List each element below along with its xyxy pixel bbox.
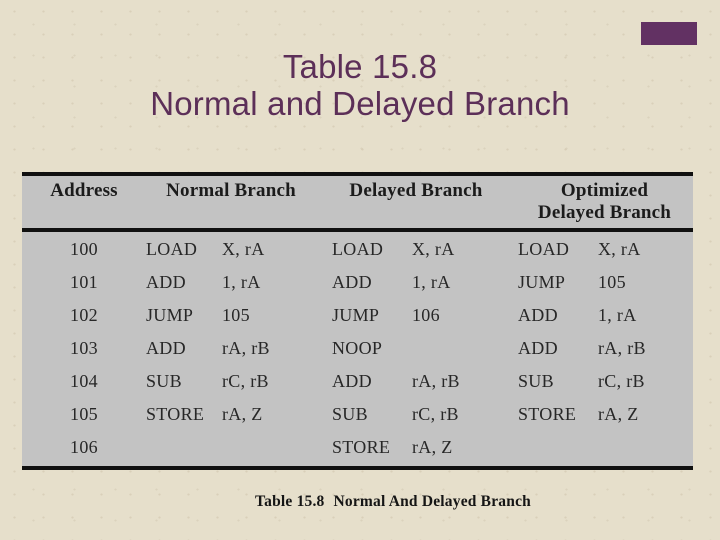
cell-delayed-operand: 106: [412, 305, 440, 325]
cell-optimized-opcode: SUB: [518, 371, 554, 391]
cell-normal-operand: 105: [222, 305, 250, 325]
cell-delayed-opcode: SUB: [332, 404, 368, 424]
cell-normal-operand: rA, rB: [222, 338, 270, 358]
cell-optimized-opcode: STORE: [518, 404, 577, 424]
cell-delayed-operand: rC, rB: [412, 404, 459, 424]
cell-delayed-operand: rA, rB: [412, 371, 460, 391]
cell-optimized-operand: rA, rB: [598, 338, 646, 358]
cell-delayed-opcode: ADD: [332, 371, 372, 391]
slide-title-line2: Normal and Delayed Branch: [150, 85, 570, 122]
cell-optimized-operand: rC, rB: [598, 371, 645, 391]
table-row: 102 JUMP 105 JUMP 106 ADD 1, rA: [22, 299, 693, 332]
table-caption: Table 15.8 Normal And Delayed Branch: [66, 493, 720, 511]
column-header-optimized-line2: Delayed Branch: [537, 202, 672, 223]
cell-optimized-operand: X, rA: [598, 239, 641, 259]
cell-normal-operand: rA, Z: [222, 404, 263, 424]
cell-delayed-opcode: ADD: [332, 272, 372, 292]
column-header-address: Address: [50, 180, 118, 201]
column-header-optimized-line1: Optimized: [560, 180, 649, 201]
cell-address: 101: [70, 272, 98, 292]
cell-normal-operand: 1, rA: [222, 272, 261, 292]
cell-delayed-opcode: LOAD: [332, 239, 384, 259]
slide-title-line1: Table 15.8: [282, 48, 438, 85]
cell-normal-opcode: ADD: [146, 272, 186, 292]
cell-optimized-opcode: ADD: [518, 338, 558, 358]
table-row: 105 STORE rA, Z SUB rC, rB STORE rA, Z: [22, 398, 693, 431]
cell-address: 103: [70, 338, 98, 358]
cell-normal-opcode: LOAD: [146, 239, 198, 259]
slide-accent-rectangle: [641, 22, 697, 45]
table-row: 101 ADD 1, rA ADD 1, rA JUMP 105: [22, 266, 693, 299]
cell-optimized-opcode: ADD: [518, 305, 558, 325]
cell-delayed-opcode: STORE: [332, 437, 391, 457]
slide-title: Table 15.8 Normal and Delayed Branch: [0, 48, 720, 122]
table-caption-text: Normal And Delayed Branch: [333, 493, 531, 510]
table-row: 103 ADD rA, rB NOOP ADD rA, rB: [22, 332, 693, 365]
cell-delayed-operand: 1, rA: [412, 272, 451, 292]
cell-optimized-operand: rA, Z: [598, 404, 639, 424]
cell-delayed-operand: rA, Z: [412, 437, 453, 457]
cell-normal-operand: X, rA: [222, 239, 265, 259]
cell-normal-opcode: SUB: [146, 371, 182, 391]
cell-normal-operand: rC, rB: [222, 371, 269, 391]
cell-delayed-opcode: JUMP: [332, 305, 380, 325]
cell-address: 106: [70, 437, 98, 457]
cell-optimized-operand: 1, rA: [598, 305, 637, 325]
cell-optimized-opcode: JUMP: [518, 272, 566, 292]
cell-optimized-opcode: LOAD: [518, 239, 570, 259]
table-header-row: Address Normal Branch Delayed Branch Opt…: [22, 176, 693, 232]
table-row: 106 STORE rA, Z: [22, 431, 693, 464]
table-body: 100 LOAD X, rA LOAD X, rA LOAD X, rA 101…: [22, 232, 693, 466]
cell-address: 104: [70, 371, 98, 391]
cell-address: 102: [70, 305, 98, 325]
cell-delayed-opcode: NOOP: [332, 338, 383, 358]
cell-normal-opcode: STORE: [146, 404, 205, 424]
column-header-delayed-branch: Delayed Branch: [349, 180, 483, 201]
cell-address: 100: [70, 239, 98, 259]
table-row: 100 LOAD X, rA LOAD X, rA LOAD X, rA: [22, 233, 693, 266]
column-header-optimized-delayed-branch: Optimized Delayed Branch: [516, 180, 693, 224]
cell-delayed-operand: X, rA: [412, 239, 455, 259]
table-caption-label: Table 15.8: [255, 493, 325, 510]
column-header-normal-branch: Normal Branch: [166, 180, 296, 201]
cell-normal-opcode: ADD: [146, 338, 186, 358]
cell-normal-opcode: JUMP: [146, 305, 194, 325]
branch-table: Address Normal Branch Delayed Branch Opt…: [22, 172, 693, 470]
cell-address: 105: [70, 404, 98, 424]
cell-optimized-operand: 105: [598, 272, 626, 292]
table-row: 104 SUB rC, rB ADD rA, rB SUB rC, rB: [22, 365, 693, 398]
